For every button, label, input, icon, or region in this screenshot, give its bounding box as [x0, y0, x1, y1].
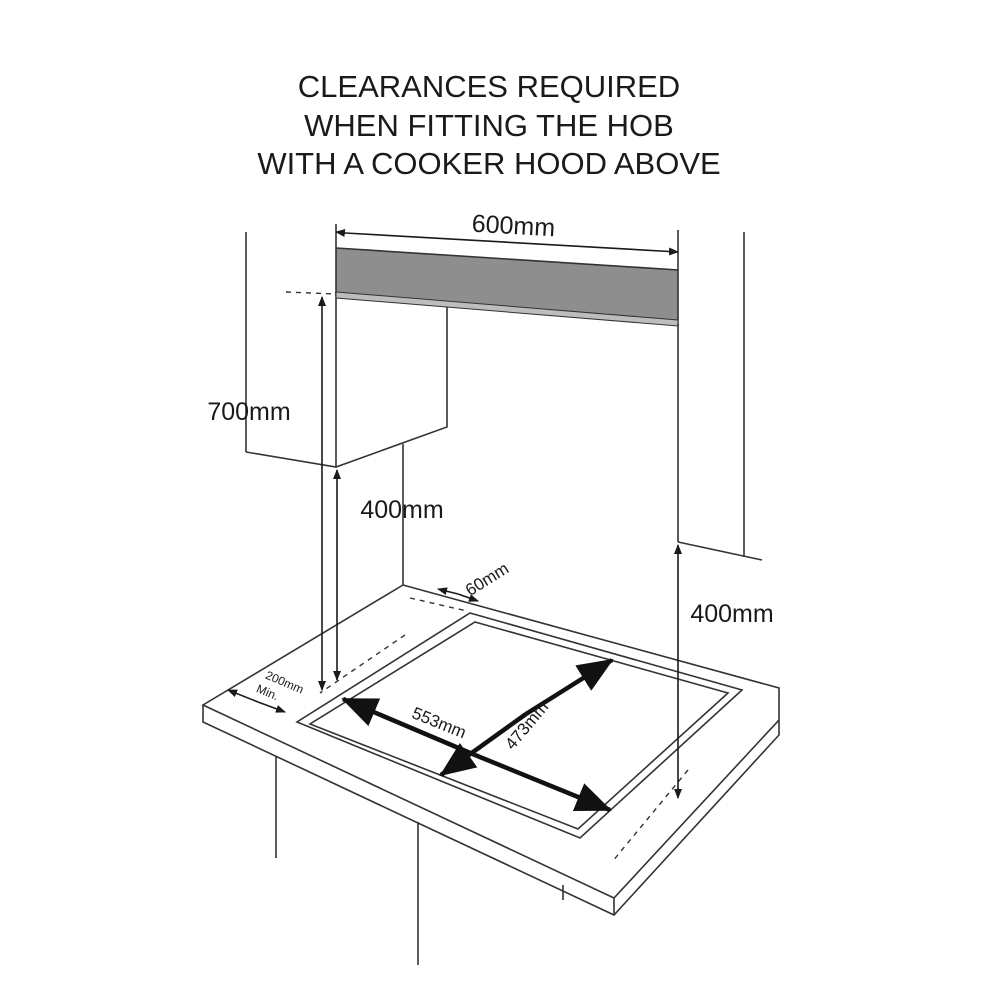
dim-cutout-width: 553mm [341, 696, 612, 813]
label-cutout-width: 553mm [409, 703, 469, 742]
label-cabinet-height: 700mm [207, 398, 290, 426]
dim-side-gap: 200mm Min. [227, 668, 306, 713]
dim-rear-gap: 60mm [437, 559, 512, 602]
hob-cutout [295, 612, 744, 839]
title-line-1: CLEARANCES REQUIRED [298, 69, 680, 104]
title-block: CLEARANCES REQUIRED WHEN FITTING THE HOB… [257, 69, 720, 181]
cooker-hood [335, 224, 679, 542]
hood-body [335, 247, 679, 325]
dim-cutout-depth: 473mm [439, 658, 614, 777]
label-hood-width: 600mm [471, 210, 556, 243]
dashed-lines [285, 291, 689, 863]
walls [245, 232, 763, 585]
dim-cabinet-height: 700mm [207, 296, 326, 691]
wall-cabinet [245, 292, 448, 468]
title-line-3: WITH A COOKER HOOD ABOVE [257, 146, 720, 181]
dim-left-clearance: 400mm [333, 469, 444, 681]
label-rear-gap: 60mm [462, 559, 512, 600]
dim-right-clearance: 400mm [674, 544, 774, 799]
label-left-clearance: 400mm [360, 496, 443, 524]
label-right-clearance: 400mm [690, 600, 773, 628]
worktop [201, 584, 780, 965]
title-line-2: WHEN FITTING THE HOB [304, 108, 674, 143]
dim-hood-width: 600mm [335, 210, 679, 256]
